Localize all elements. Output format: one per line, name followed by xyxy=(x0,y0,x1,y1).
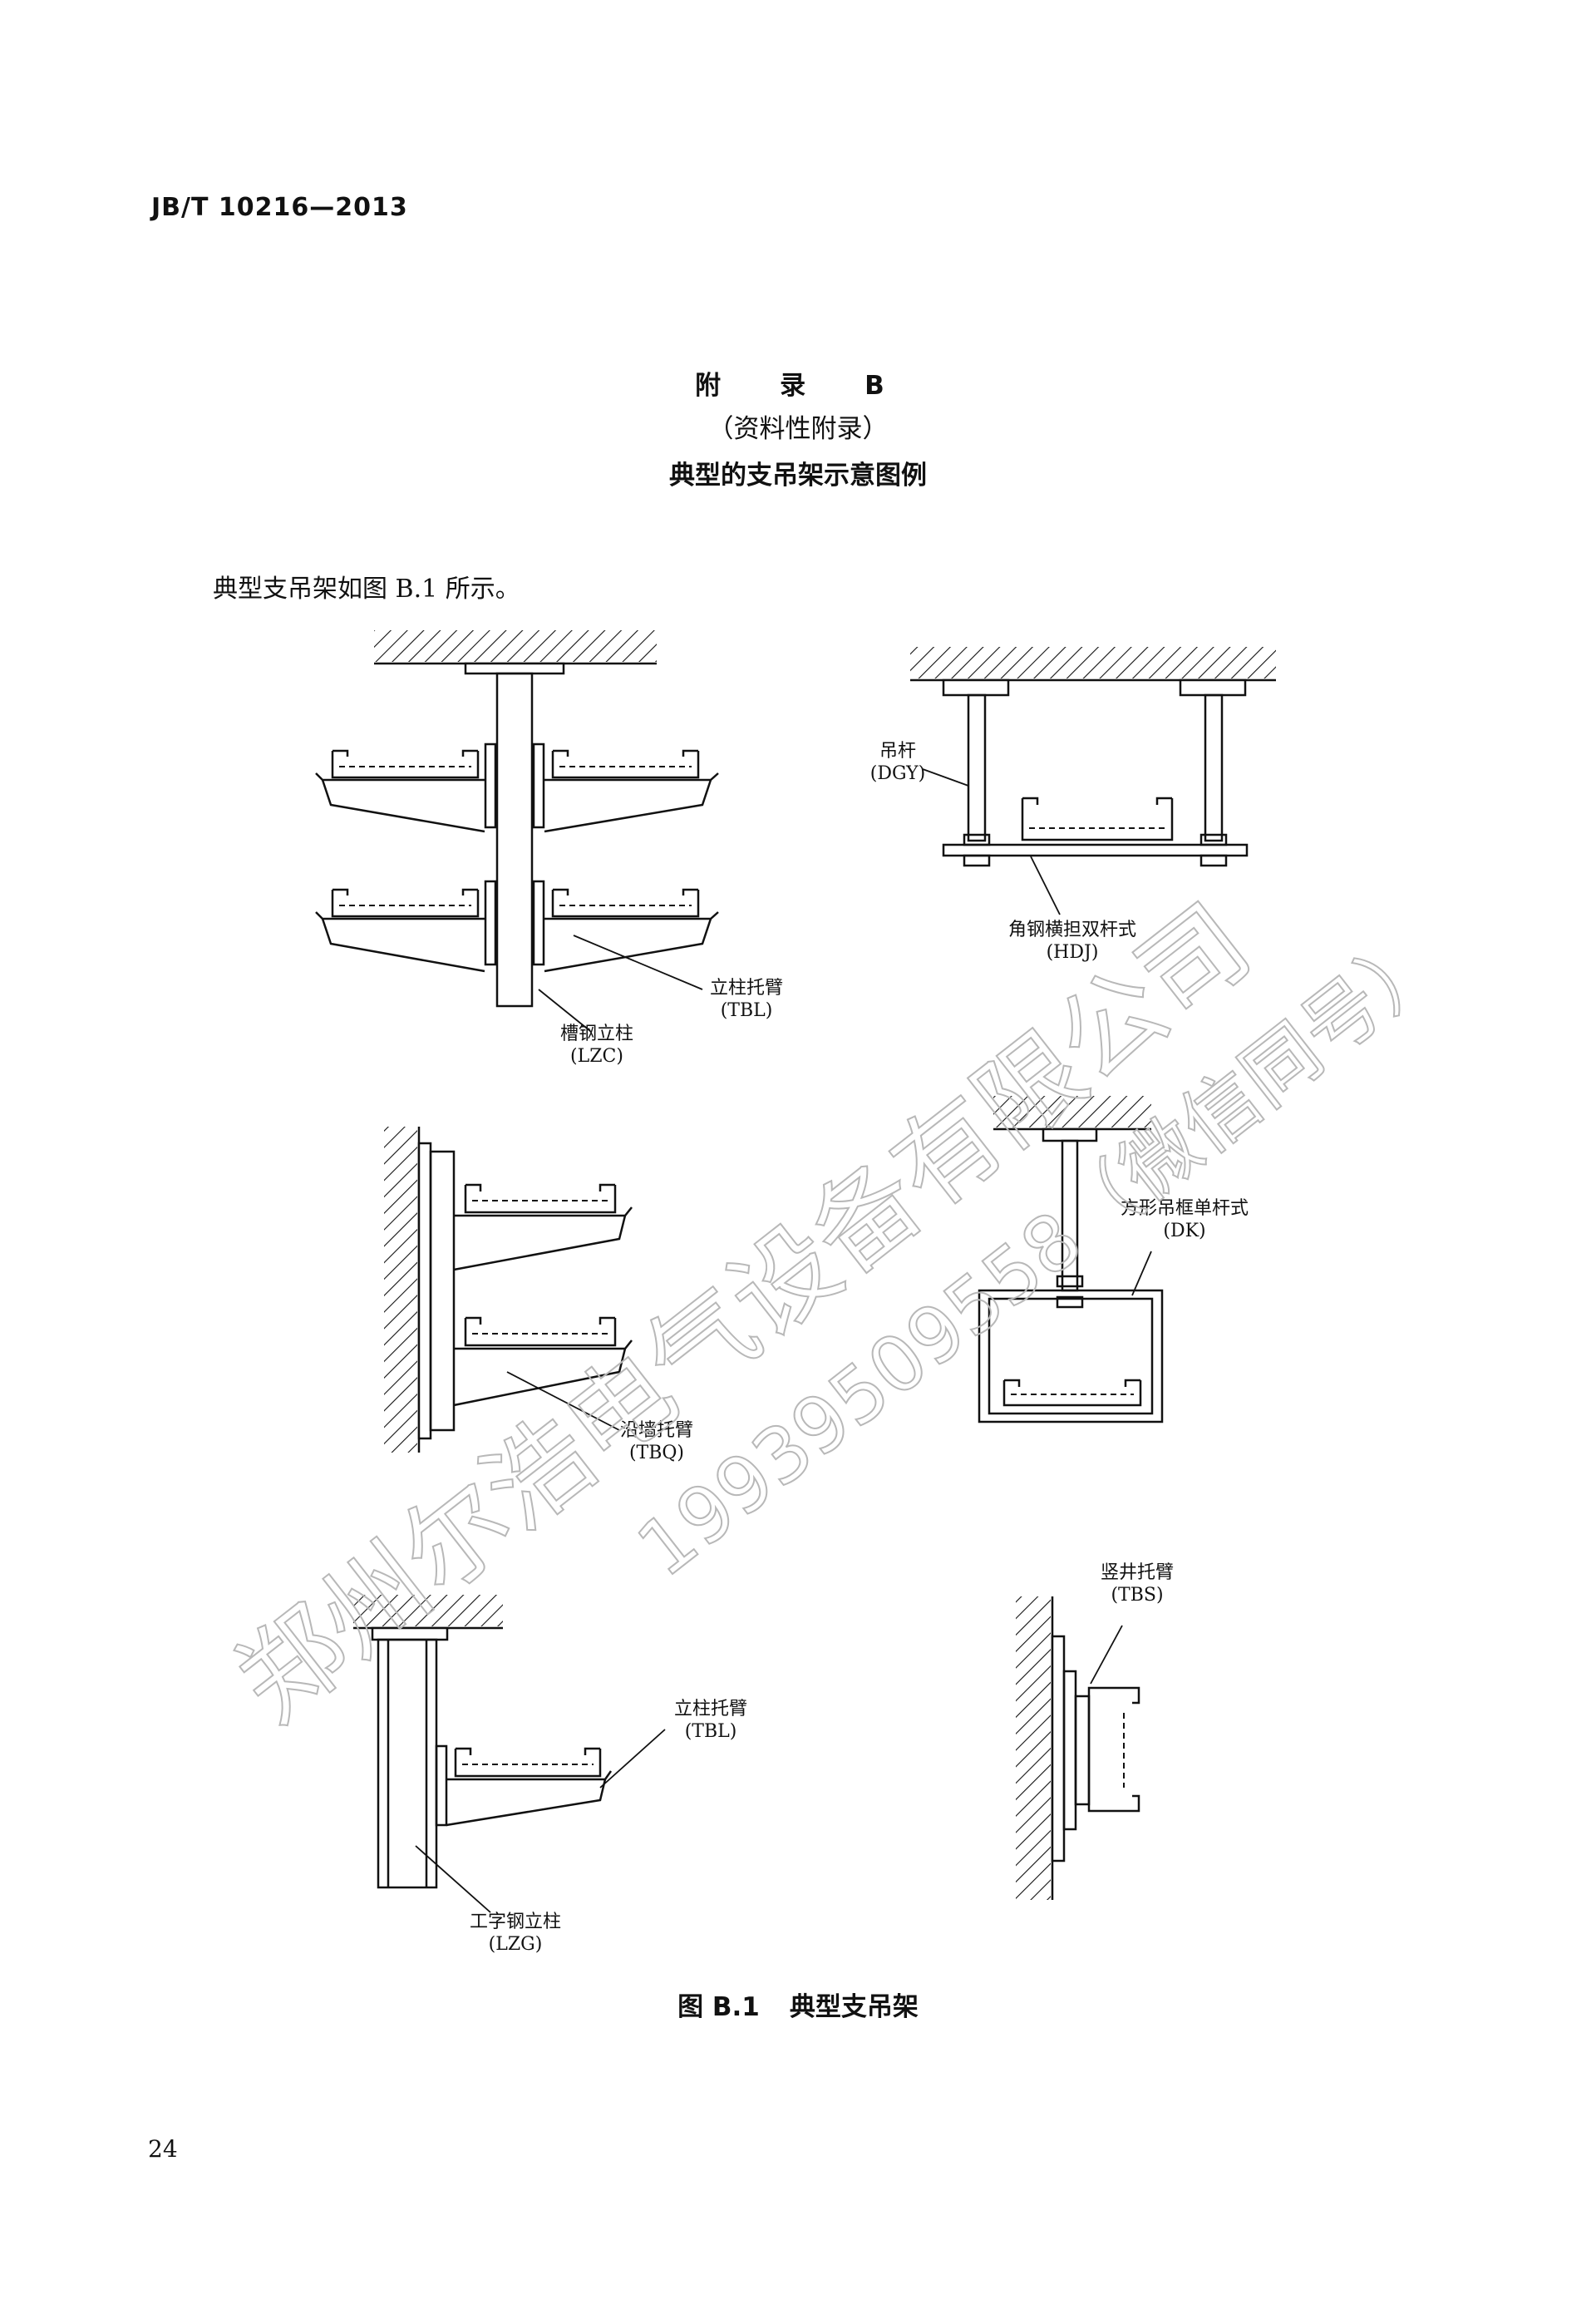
dgy-code: (DGY) xyxy=(870,763,926,784)
caption-text: 典型支吊架 xyxy=(789,1992,919,2022)
standard-number: JB/T 10216—2013 xyxy=(151,193,408,222)
lzc-label: 槽钢立柱 xyxy=(560,1024,633,1044)
square-frame-diagram xyxy=(978,1096,1164,1423)
tbl-code-1: (TBL) xyxy=(721,1000,773,1021)
wall-bracket-diagram xyxy=(384,1127,633,1453)
tbs-label: 竖井托臂 xyxy=(1101,1562,1174,1583)
shaft-bracket-diagram xyxy=(1016,1596,1140,1900)
dk-code: (DK) xyxy=(1163,1221,1205,1241)
appendix-title: 附 录 B xyxy=(695,371,901,401)
tbl-label-1: 立柱托臂 xyxy=(710,978,783,999)
tbl-code-2: (TBL) xyxy=(685,1721,737,1742)
tbq-code: (TBQ) xyxy=(629,1443,684,1463)
dgy-label: 吊杆 xyxy=(879,741,916,762)
appendix-heading: 典型的支吊架示意图例 xyxy=(669,461,927,491)
hdj-label: 角钢横担双杆式 xyxy=(1008,920,1136,940)
column-bracket-diagram xyxy=(315,630,719,1032)
lzc-code: (LZC) xyxy=(570,1046,623,1067)
appendix-subtitle: （资料性附录） xyxy=(707,414,889,444)
tbl-label-2: 立柱托臂 xyxy=(674,1699,747,1719)
angle-crossarm-diagram xyxy=(910,647,1276,915)
tbs-code: (TBS) xyxy=(1111,1585,1163,1606)
tbq-label: 沿墙托臂 xyxy=(620,1420,693,1441)
ibeam-column-diagram xyxy=(353,1595,666,1913)
dk-label: 方形吊框单杆式 xyxy=(1121,1198,1249,1219)
lzg-code: (LZG) xyxy=(489,1934,543,1955)
page-number: 24 xyxy=(148,2135,178,2163)
caption-number: 图 B.1 xyxy=(677,1992,760,2022)
hdj-code: (HDJ) xyxy=(1047,942,1099,963)
figure-caption: 图 B.1 典型支吊架 xyxy=(0,1986,1596,2023)
lzg-label: 工字钢立柱 xyxy=(470,1912,561,1932)
intro-paragraph: 典型支吊架如图 B.1 所示。 xyxy=(213,575,520,604)
